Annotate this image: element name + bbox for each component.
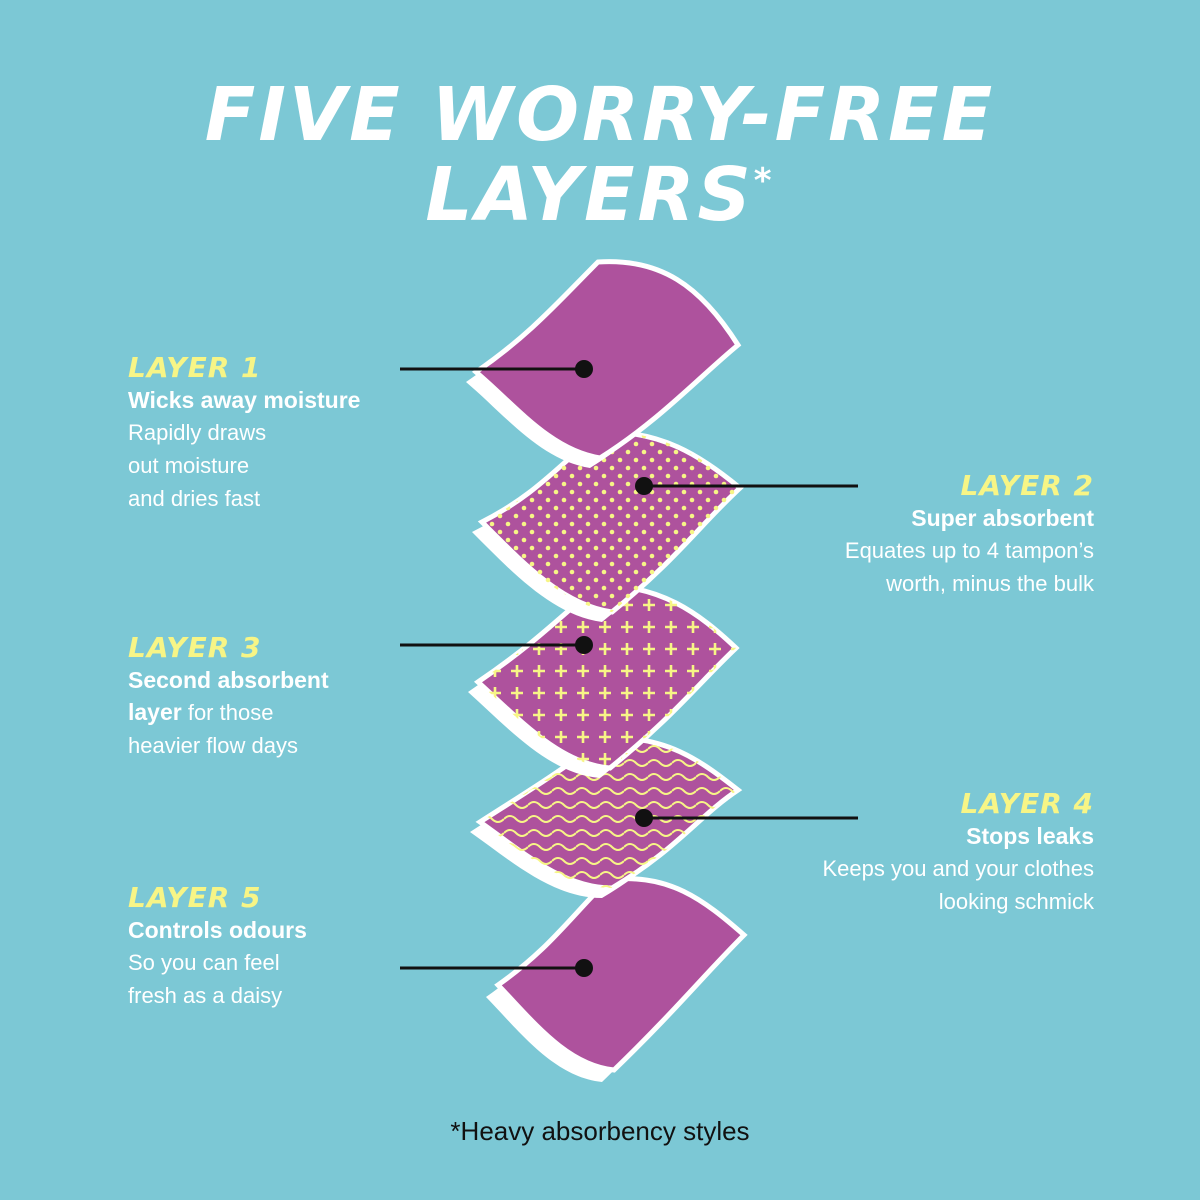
layer-5-callout: LAYER 5 Controls odours So you can feel … [128,881,488,1012]
footnote: *Heavy absorbency styles [450,1116,750,1146]
layer-3-title-word: layer [128,699,182,726]
layer-5-desc-line: fresh as a daisy [128,983,283,1009]
layer-1-callout: LAYER 1 Wicks away moisture Rapidly draw… [128,351,488,515]
layer-3-callout: LAYER 3 Second absorbent layer for those… [128,631,488,762]
layer-5-heading: LAYER 5 [128,881,262,914]
layer-3-sheet [468,582,740,778]
page-title-line-1: FIVE WORRY-FREE [204,72,996,158]
layer-3-heading: LAYER 3 [128,631,262,664]
layer-4-callout: LAYER 4 Stops leaks Keeps you and your c… [734,787,1094,918]
layer-3-title-continued: layer for those [128,696,488,729]
layer-5-desc-line: So you can feel [128,950,280,976]
layer-2-pointer [635,477,858,495]
page-title-line-2: LAYERS* [0,158,1200,232]
layer-1-desc-line: Rapidly draws [128,420,267,446]
title-word: LAYERS [425,152,754,238]
layer-3-pointer [400,636,593,654]
layer-4-title: Stops leaks [966,823,1094,850]
layer-1-heading: LAYER 1 [128,351,262,384]
layer-2-sheet [472,429,744,622]
layer-5-sheet [486,876,748,1082]
layer-3-title: Second absorbent [128,667,329,694]
layer-3-desc-line: heavier flow days [128,733,298,759]
layer-4-desc-line: looking schmick [938,889,1094,915]
layer-2-desc-line: Equates up to 4 tampon’s [844,538,1094,564]
layer-2-heading: LAYER 2 [960,469,1094,502]
layer-1-desc-line: out moisture [128,453,250,479]
layer-4-heading: LAYER 4 [960,787,1094,820]
layer-3-title-rest: for those [181,700,274,726]
layer-5-pointer [400,959,593,977]
title-asterisk: * [753,161,775,201]
layer-2-title: Super absorbent [911,505,1094,532]
layer-1-pointer [400,360,593,378]
layer-4-sheet [470,735,743,898]
layer-1-desc-line: and dries fast [128,486,261,512]
layer-5-title: Controls odours [128,917,307,944]
layer-2-desc-line: worth, minus the bulk [886,571,1094,597]
layer-1-title: Wicks away moisture [128,387,361,414]
layer-1-sheet [466,259,742,468]
layer-4-desc-line: Keeps you and your clothes [822,856,1094,882]
layer-4-pointer [635,809,858,827]
layer-2-callout: LAYER 2 Super absorbent Equates up to 4 … [734,469,1094,600]
